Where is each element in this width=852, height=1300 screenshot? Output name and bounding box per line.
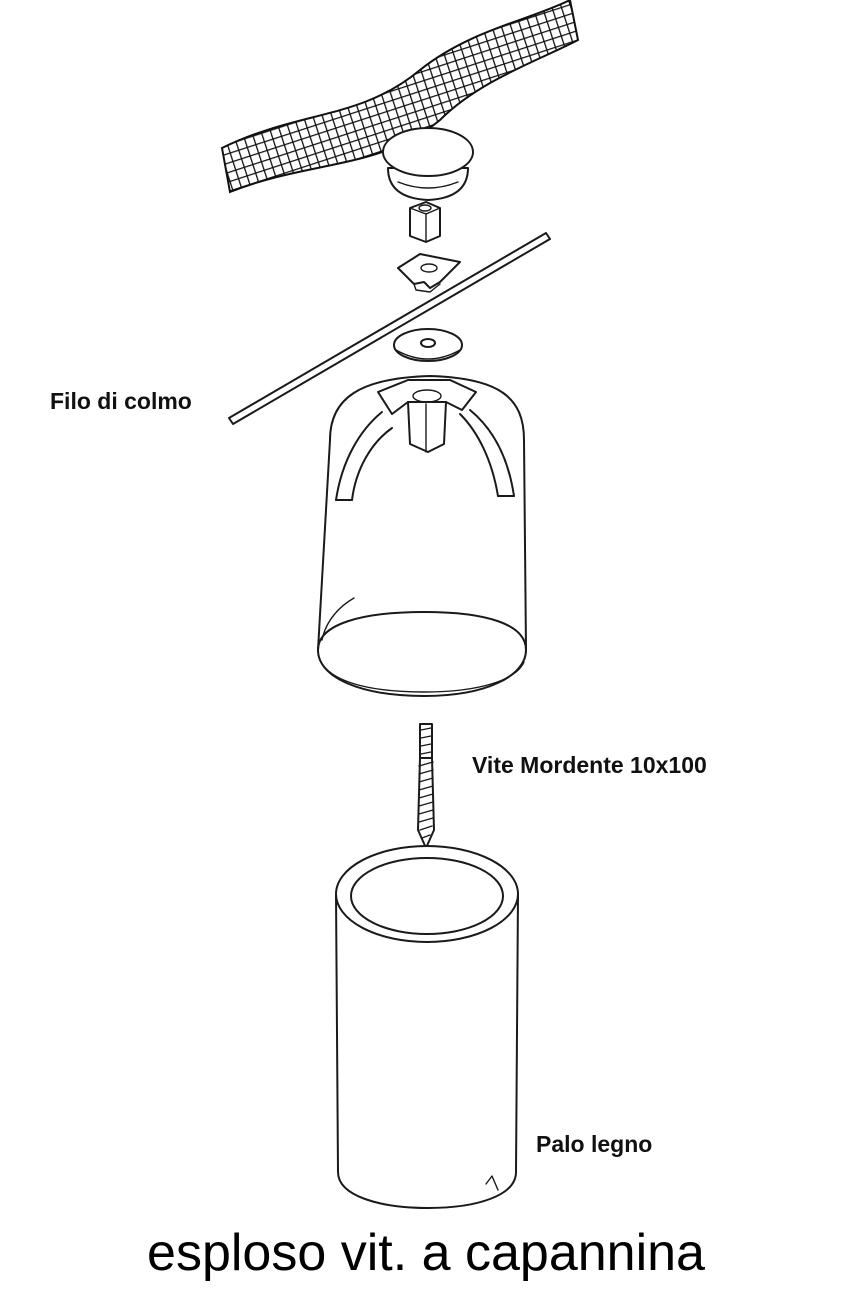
washer <box>393 328 463 362</box>
toothed-plate <box>397 253 461 293</box>
label-pole: Palo legno <box>536 1131 652 1157</box>
bell-cover <box>317 375 527 697</box>
label-ridge-wire: Filo di colmo <box>50 388 192 414</box>
cap <box>382 127 474 201</box>
netting <box>220 0 580 194</box>
ridge-wire <box>228 232 551 425</box>
diagram-title: esploso vit. a capannina <box>147 1224 705 1282</box>
wooden-pole <box>335 845 519 1209</box>
label-screw: Vite Mordente 10x100 <box>472 752 707 778</box>
hex-nut <box>409 201 441 243</box>
lag-screw <box>417 723 435 849</box>
